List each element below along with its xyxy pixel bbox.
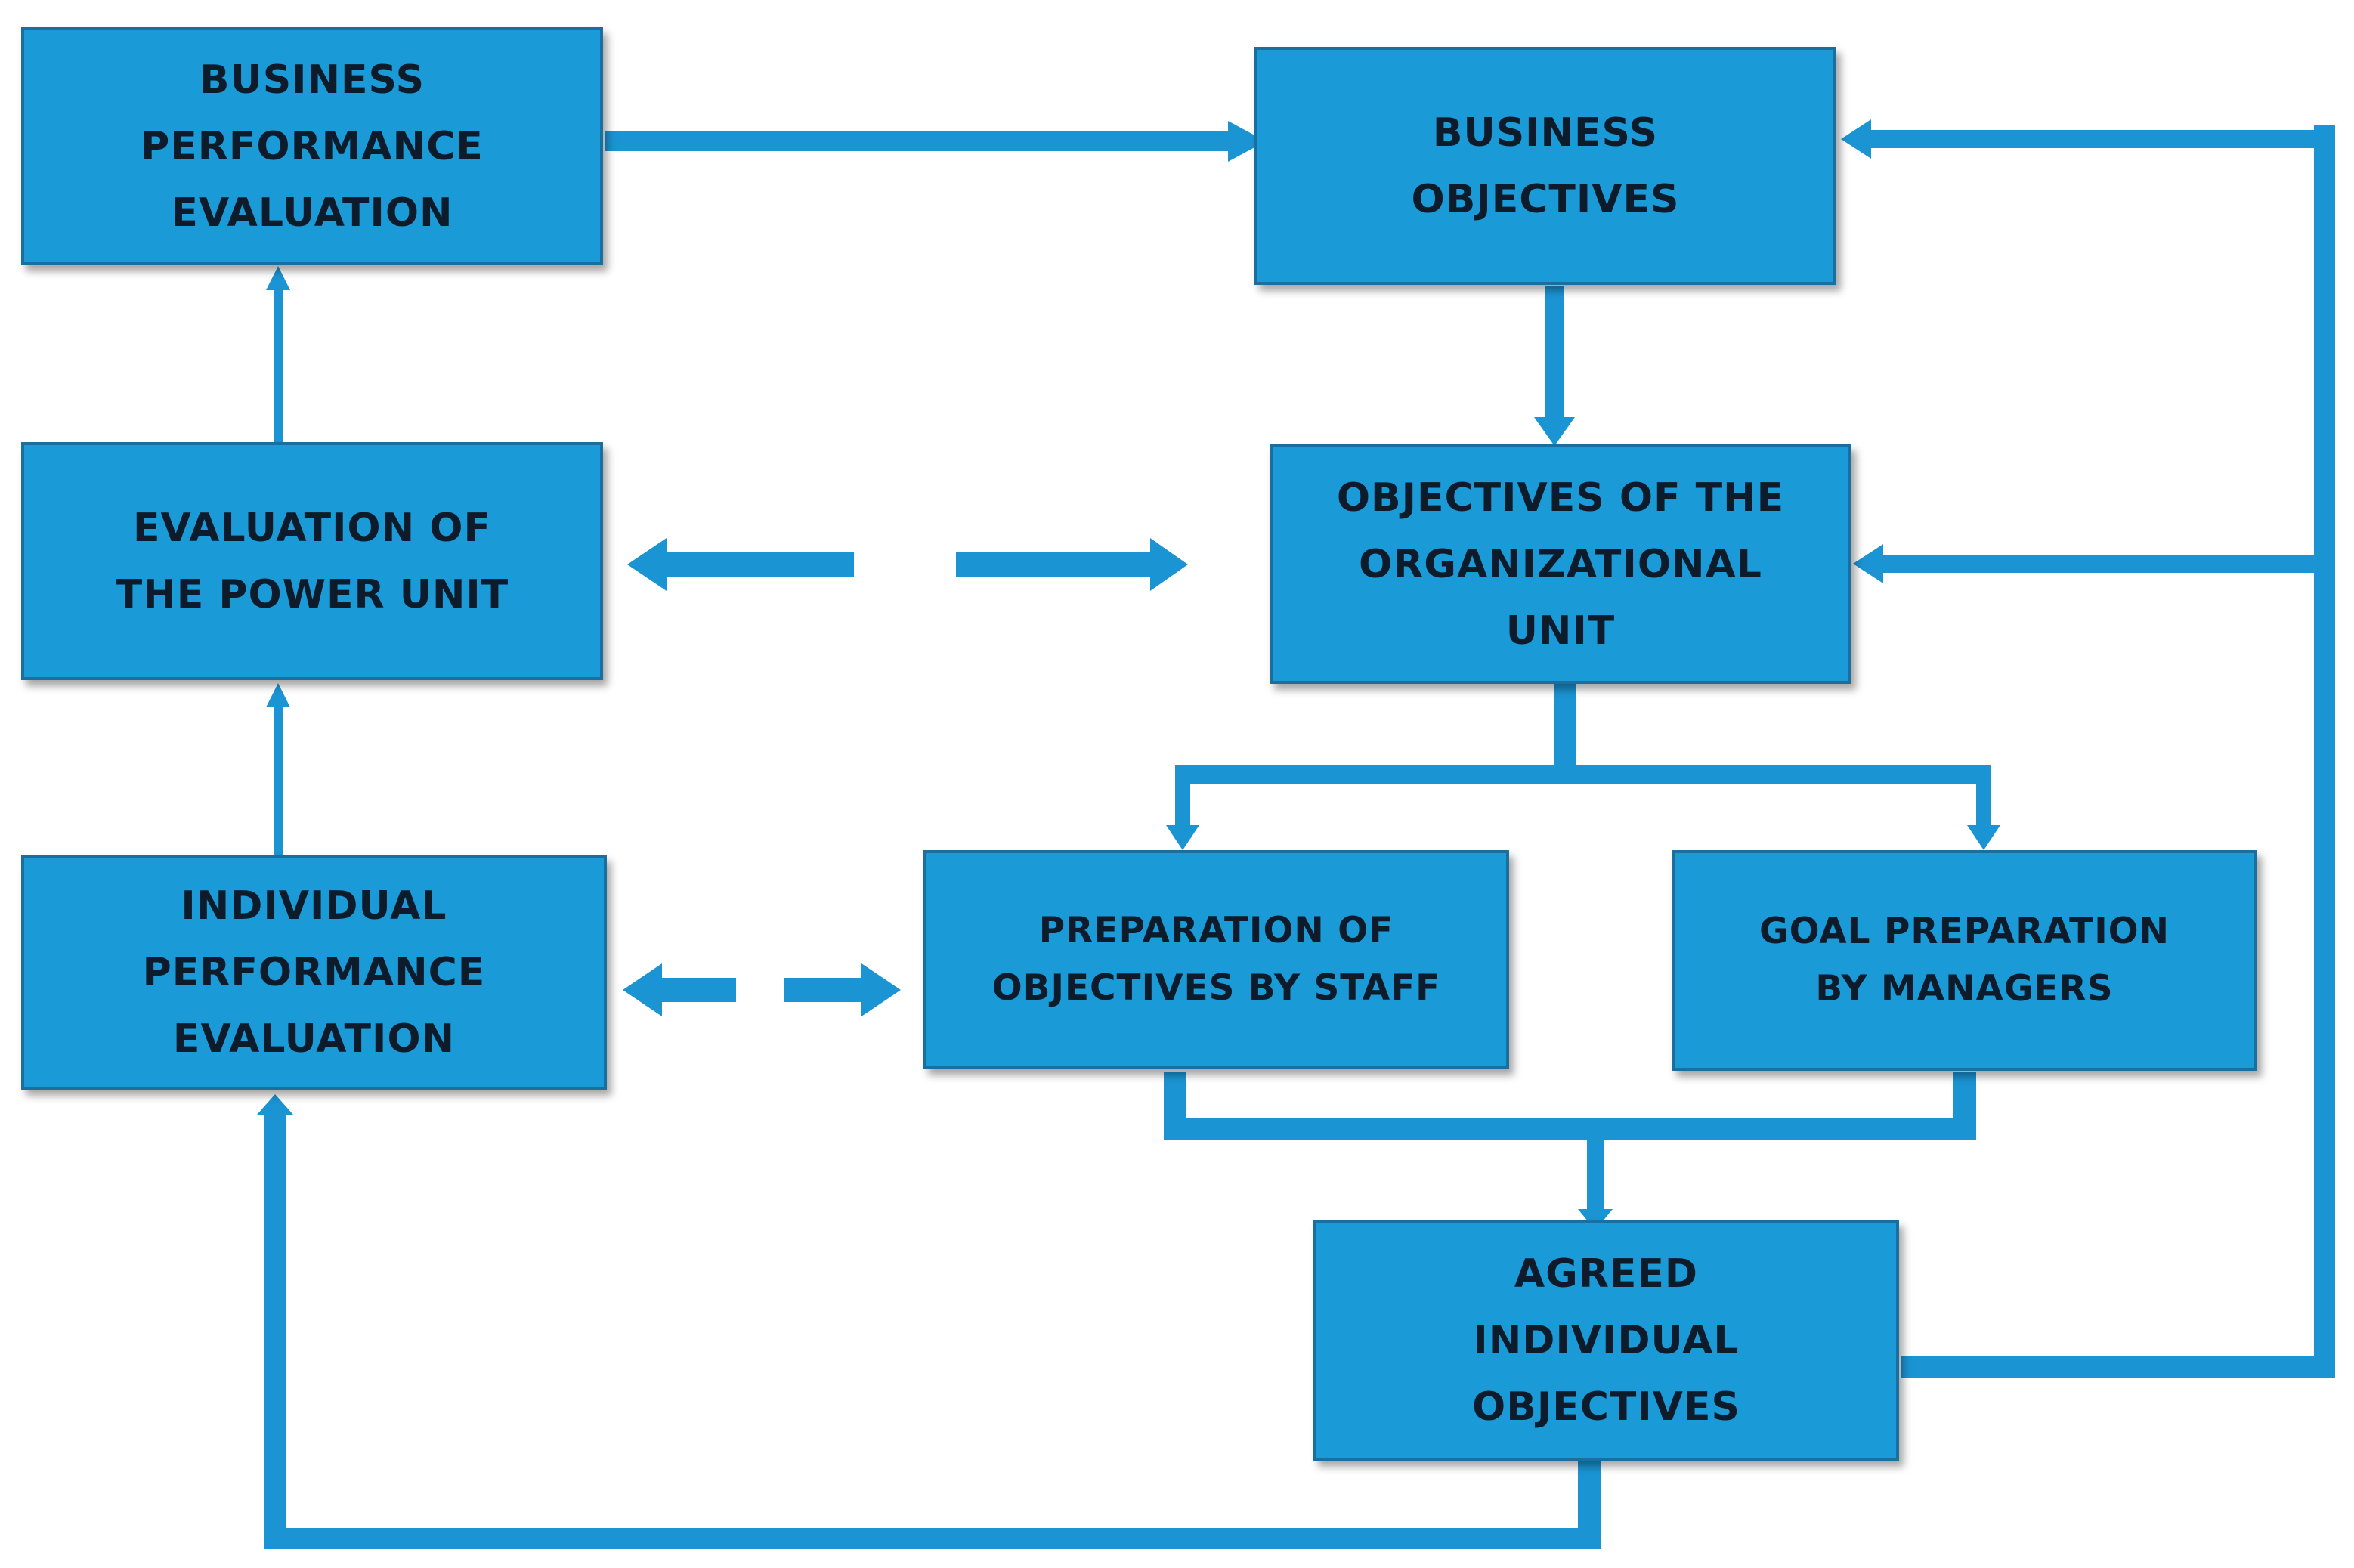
business-performance-evaluation-box: BUSINESS PERFORMANCE EVALUATION [21, 27, 603, 265]
goal-preparation-by-managers-box: GOAL PREPARATION BY MANAGERS [1672, 850, 2257, 1071]
connector-business-objectives-to-org-unit [1534, 286, 1575, 446]
evaluation-of-power-unit-box: EVALUATION OF THE POWER UNIT [21, 442, 603, 680]
objectives-of-organizational-unit-label: OBJECTIVES OF THE ORGANIZATIONAL UNIT [1336, 475, 1785, 654]
individual-performance-evaluation-box: INDIVIDUAL PERFORMANCE EVALUATION [21, 855, 607, 1090]
agreed-individual-objectives-label: AGREED INDIVIDUAL OBJECTIVES [1472, 1251, 1740, 1430]
evaluation-of-power-unit-label: EVALUATION OF THE POWER UNIT [115, 505, 509, 617]
objectives-of-organizational-unit-box: OBJECTIVES OF THE ORGANIZATIONAL UNIT [1270, 444, 1851, 684]
dashed-arrow-ipe-staff [623, 963, 901, 1016]
business-objectives-label: BUSINESS OBJECTIVES [1411, 110, 1680, 222]
connector-power-unit-to-bpe [266, 266, 290, 442]
connector-agreed-to-ipe [257, 1094, 1601, 1549]
connector-feedback-loop [1841, 119, 2335, 1378]
preparation-of-objectives-by-staff-label: PREPARATION OF OBJECTIVES BY STAFF [991, 910, 1441, 1009]
individual-performance-evaluation-label: INDIVIDUAL PERFORMANCE EVALUATION [142, 883, 486, 1062]
connector-bpe-to-business-objectives [605, 121, 1266, 162]
connector-merge-to-agreed [1164, 1072, 1976, 1230]
dashed-arrow-power-unit-org-unit [627, 538, 1188, 591]
business-performance-evaluation-label: BUSINESS PERFORMANCE EVALUATION [141, 57, 484, 236]
agreed-individual-objectives-box: AGREED INDIVIDUAL OBJECTIVES [1313, 1220, 1899, 1461]
business-objectives-box: BUSINESS OBJECTIVES [1254, 47, 1836, 285]
connector-org-unit-split [1166, 684, 2000, 850]
connector-ipe-to-power-unit [266, 683, 290, 855]
preparation-of-objectives-by-staff-box: PREPARATION OF OBJECTIVES BY STAFF [923, 850, 1509, 1069]
goal-preparation-by-managers-label: GOAL PREPARATION BY MANAGERS [1759, 911, 2170, 1010]
